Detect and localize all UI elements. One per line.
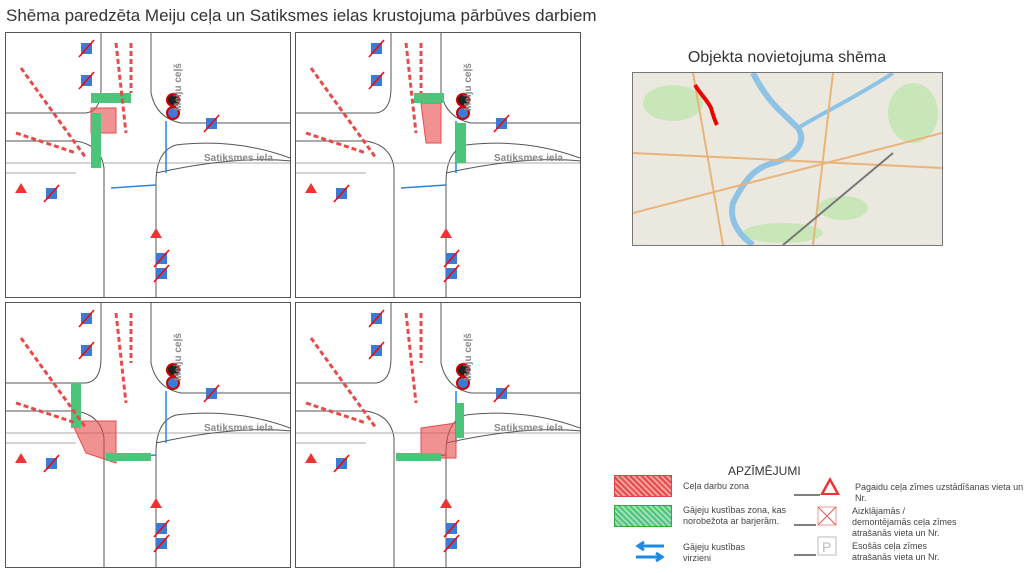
intersection-drawing — [296, 33, 580, 297]
legend-covered-sign: Aizklājamās / demontējamās ceļa zīmes at… — [852, 506, 957, 538]
legend-work-zone: Ceļa darbu zona — [683, 481, 750, 491]
location-map-title: Objekta novietojuma shēma — [687, 49, 887, 66]
location-map — [632, 72, 943, 246]
page-title: Shēma paredzēta Meiju ceļa un Satiksmes … — [6, 6, 597, 25]
pedestrian-arrows-icon — [635, 540, 665, 563]
pedestrian-zone-swatch — [614, 505, 672, 527]
covered-sign-icon — [794, 506, 837, 526]
scheme-panel-4: Meiju ceļš Satiksmes iela — [295, 302, 581, 568]
temp-sign-icon — [794, 477, 840, 496]
legend-temp-sign: Pagaidu ceļa zīmes uzstādīšanas vieta un… — [855, 482, 1024, 503]
street-label-meiju: Meiju ceļš — [173, 333, 184, 381]
existing-sign-icon: P — [794, 536, 837, 556]
svg-text:P: P — [822, 539, 831, 555]
legend-pedestrian-zone: Gājeju kustības zona, kas norobežota ar … — [683, 505, 787, 526]
project-location-marker — [693, 83, 719, 126]
scheme-panel-1: Meiju ceļš Satiksmes iela — [5, 32, 291, 298]
street-label-satiksmes: Satiksmes iela — [204, 153, 273, 164]
street-label-meiju: Meiju ceļš — [463, 333, 474, 381]
scheme-panel-3: Meiju ceļš Satiksmes iela — [5, 302, 291, 568]
legend-existing-sign: Esošās ceļa zīmes atrašanās vieta un Nr. — [852, 541, 940, 562]
intersection-drawing — [296, 303, 580, 567]
street-label-meiju: Meiju ceļš — [173, 63, 184, 111]
street-label-satiksmes: Satiksmes iela — [204, 423, 273, 434]
scheme-panel-2: Meiju ceļš Satiksmes iela — [295, 32, 581, 298]
street-label-satiksmes: Satiksmes iela — [494, 153, 563, 164]
work-zone-swatch — [614, 475, 672, 497]
legend-pedestrian-direction: Gājeju kustības virzieni — [683, 542, 746, 563]
legend-title: APZĪMĒJUMI — [728, 464, 801, 478]
city-map — [633, 73, 942, 245]
street-label-meiju: Meiju ceļš — [463, 63, 474, 111]
intersection-drawing — [6, 33, 290, 297]
intersection-drawing — [6, 303, 290, 567]
street-label-satiksmes: Satiksmes iela — [494, 423, 563, 434]
